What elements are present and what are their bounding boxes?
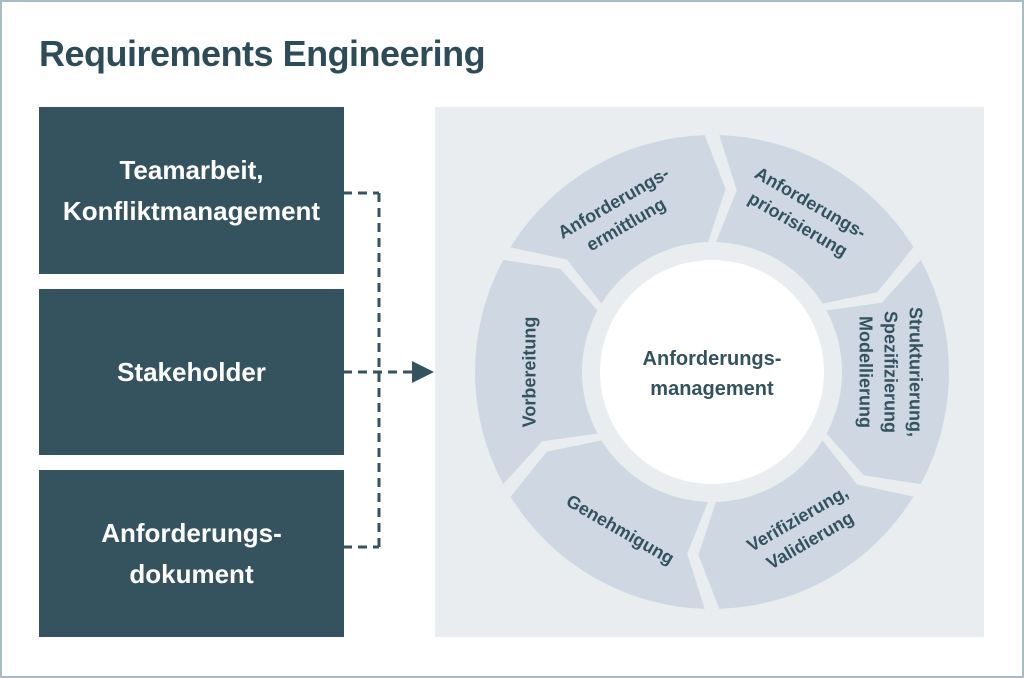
input-box-stakeholder: Stakeholder [39,289,344,455]
input-box-stakeholder-label: Stakeholder [117,356,266,387]
cycle-center-circle [600,260,824,484]
cycle-center-label: Anforderungs- management [642,348,782,400]
input-box-teamarbeit: Teamarbeit, Konfliktmanagement [39,107,344,274]
page-title: Requirements Engineering [39,33,486,74]
input-box-anforderungsdokument: Anforderungs- dokument [39,470,344,637]
input-box-teamarbeit-label: Teamarbeit, Konfliktmanagement [62,154,321,226]
cycle-segment-label-vorbereitung: Vorbereitung [519,316,540,428]
input-box-anforderungsdokument-label: Anforderungs- dokument [101,517,282,589]
cycle-ring [406,79,1018,665]
arrow-right-icon [412,361,434,383]
cycle-segment-shape-priorisierung [716,135,914,304]
cycle-segment-label-strukturierung: Strukturierung, Spezifizierung Modellier… [855,306,926,438]
connector-lines [343,191,412,549]
